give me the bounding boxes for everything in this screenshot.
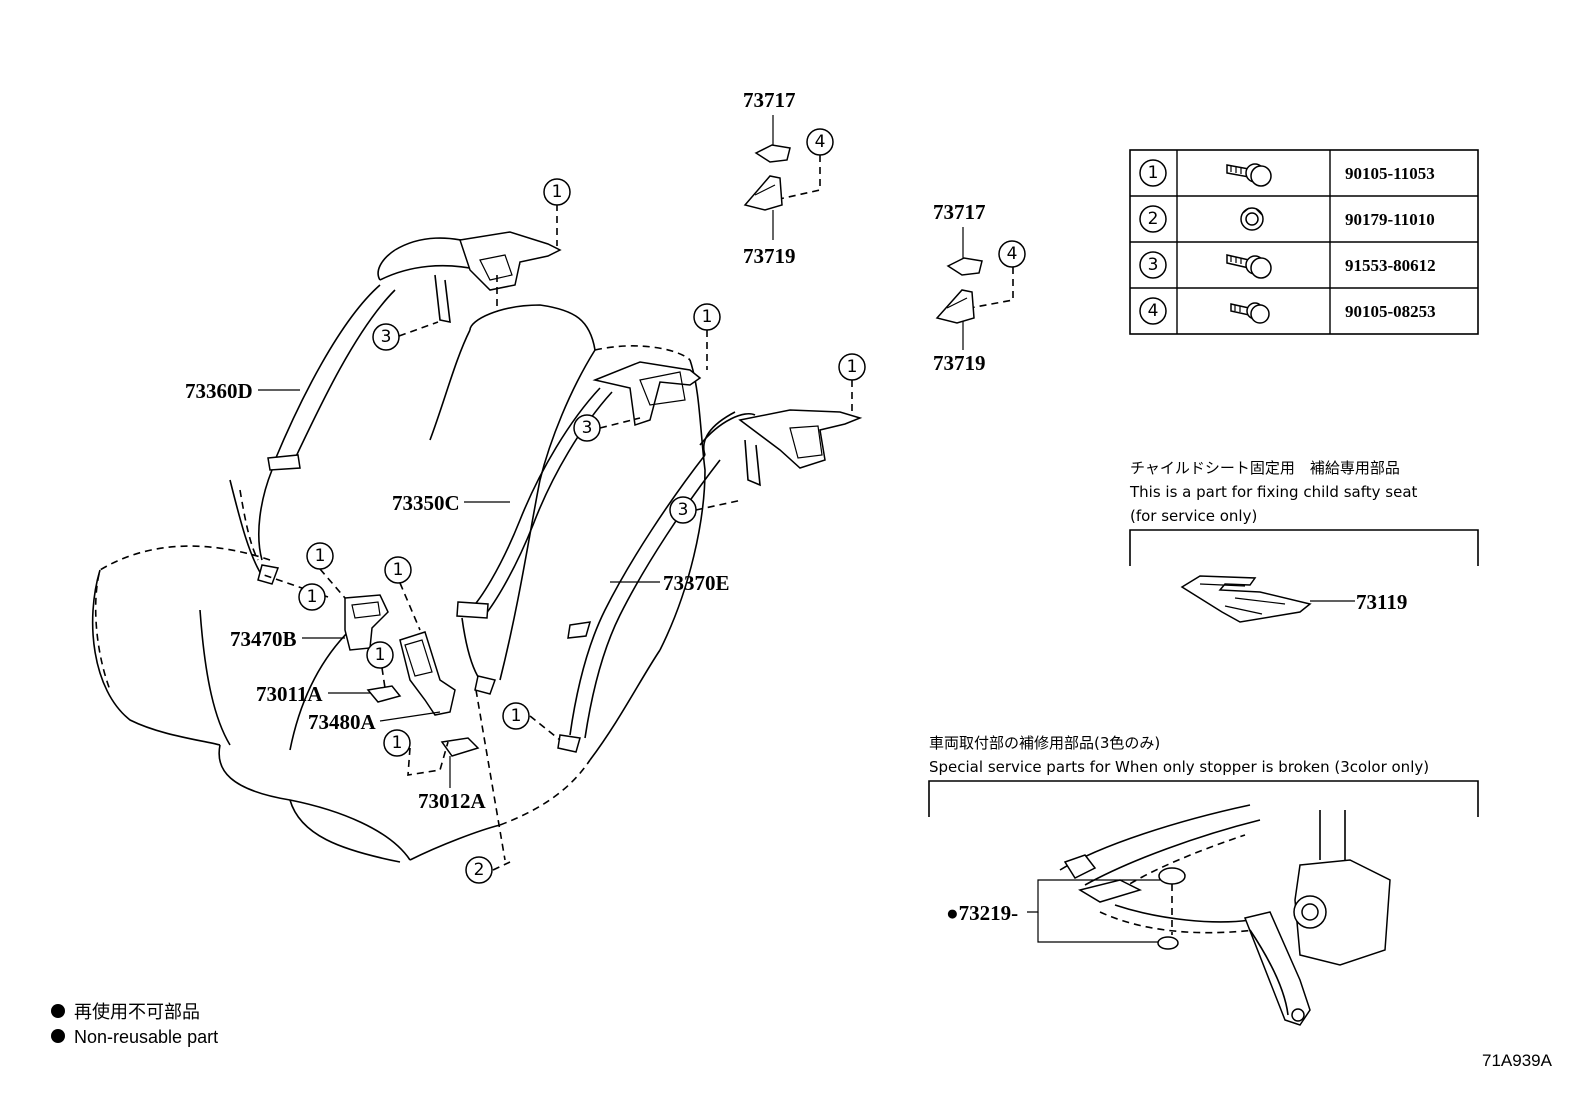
svg-text:1: 1 — [552, 182, 563, 202]
non-reusable-dot-icon — [51, 1004, 65, 1018]
svg-text:4: 4 — [815, 132, 826, 152]
non-reusable-dot-icon — [51, 1029, 65, 1043]
table-row: 4 90105-08253 — [1139, 297, 1436, 325]
svg-text:1: 1 — [702, 307, 713, 327]
rear-seat-illustration — [91, 304, 706, 863]
plate-73119-drawing — [1180, 575, 1312, 623]
callout-73119: 73119 — [1356, 590, 1407, 614]
svg-text:4: 4 — [1007, 244, 1018, 264]
child-seat-note-en2: (for service only) — [1130, 507, 1257, 525]
svg-text:3: 3 — [1148, 255, 1159, 275]
key-circles: 1 3 1 3 1 3 1 1 1 1 1 1 2 4 4 — [298, 128, 1026, 884]
svg-text:2: 2 — [474, 860, 485, 880]
callout-73012a: 73012A — [418, 789, 487, 813]
svg-text:90105-11053: 90105-11053 — [1345, 164, 1435, 183]
svg-text:3: 3 — [678, 500, 689, 520]
child-seat-part-section: チャイルドシート固定用 補給専用部品 This is a part for fi… — [1129, 459, 1479, 623]
callout-73360d: 73360D — [185, 379, 253, 403]
callout-73719-b: 73719 — [933, 351, 986, 375]
bracket-73719-b-drawing — [935, 289, 975, 324]
table-row: 3 91553-80612 — [1139, 251, 1436, 279]
fastener-table: 1 90105-11053 2 90179-11010 3 — [1129, 149, 1479, 335]
legend-en: Non-reusable part — [74, 1027, 218, 1047]
legend: 再使用不可部品 Non-reusable part — [51, 1002, 218, 1047]
svg-text:1: 1 — [392, 733, 403, 753]
stopper-note-jp: 車両取付部の補修用部品(3色のみ) — [929, 734, 1160, 752]
cover-73717-b-drawing — [946, 257, 983, 276]
table-row: 2 90179-11010 — [1139, 205, 1435, 233]
legend-jp: 再使用不可部品 — [74, 1002, 200, 1022]
buckle-73480a-drawing — [399, 631, 456, 716]
svg-text:1: 1 — [393, 560, 404, 580]
cover-73717-a-drawing — [754, 144, 791, 163]
stopper-part-section: 車両取付部の補修用部品(3色のみ) Special service parts … — [928, 734, 1479, 1026]
callout-73470b: 73470B — [230, 627, 297, 651]
part-callouts: 73717 73719 73717 73719 73360D 73350C 73… — [185, 88, 1407, 925]
anchor-73012a-drawing — [440, 737, 480, 757]
callout-73717-a: 73717 — [743, 88, 796, 112]
buckle-73470b-drawing — [344, 594, 389, 651]
table-row: 1 90105-11053 — [1139, 159, 1435, 187]
solid-leader-lines — [258, 115, 1355, 788]
nut-icon — [1240, 207, 1264, 231]
svg-text:90105-08253: 90105-08253 — [1345, 302, 1436, 321]
child-seat-note-jp: チャイルドシート固定用 補給専用部品 — [1130, 459, 1400, 477]
flange-bolt-icon — [1230, 302, 1270, 324]
svg-text:1: 1 — [847, 357, 858, 377]
callout-73219: ●73219- — [946, 901, 1018, 925]
callout-73717-b: 73717 — [933, 200, 986, 224]
anchor-73011a-drawing — [366, 685, 402, 703]
svg-text:91553-80612: 91553-80612 — [1345, 256, 1436, 275]
stopper-note-en: Special service parts for When only stop… — [929, 758, 1429, 776]
figure-code: 71A939A — [1482, 1051, 1553, 1070]
callout-73480a: 73480A — [308, 710, 377, 734]
svg-text:1: 1 — [511, 706, 522, 726]
callout-73719-a: 73719 — [743, 244, 796, 268]
child-seat-note-en1: This is a part for fixing child safty se… — [1129, 483, 1418, 501]
svg-text:1: 1 — [1148, 163, 1159, 183]
flange-bolt-icon — [1226, 163, 1272, 187]
flange-bolt-icon — [1226, 254, 1272, 279]
svg-text:2: 2 — [1148, 209, 1159, 229]
callout-73370e: 73370E — [663, 571, 730, 595]
dashed-leader-lines — [263, 155, 1014, 871]
bracket-73719-a-drawing — [743, 175, 783, 211]
svg-text:1: 1 — [307, 587, 318, 607]
svg-text:1: 1 — [315, 546, 326, 566]
belt-73360d-drawing — [257, 231, 562, 585]
svg-text:1: 1 — [375, 645, 386, 665]
svg-text:90179-11010: 90179-11010 — [1345, 210, 1435, 229]
svg-text:3: 3 — [582, 418, 593, 438]
belt-73350c-drawing — [456, 361, 702, 695]
svg-text:3: 3 — [381, 327, 392, 347]
stopper-assembly-drawing — [1059, 804, 1391, 1026]
callout-73011a: 73011A — [256, 682, 323, 706]
belt-73370e-drawing — [557, 409, 863, 753]
svg-text:4: 4 — [1148, 301, 1159, 321]
callout-73350c: 73350C — [392, 491, 460, 515]
